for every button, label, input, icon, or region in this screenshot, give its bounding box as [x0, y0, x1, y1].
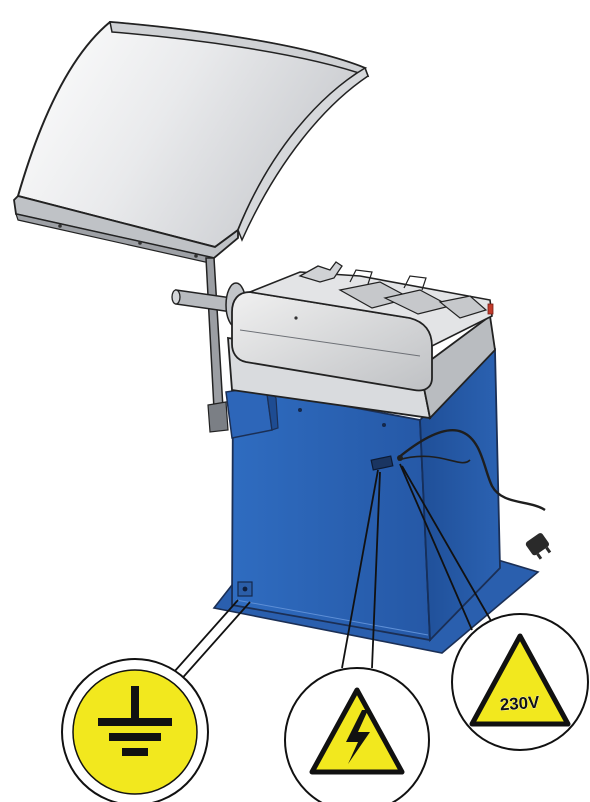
hood-side-flap [237, 66, 369, 242]
accessory-tray [247, 271, 493, 348]
electric-shock-badge [284, 667, 430, 802]
top-housing [227, 261, 496, 420]
ground-connection-point [237, 581, 253, 597]
power-cable [397, 429, 552, 560]
ground-badge-fill [72, 669, 198, 795]
ground-badge [61, 658, 209, 802]
ground-symbol-icon [98, 686, 172, 756]
lightning-warning-icon [309, 687, 405, 775]
machine-cabinet [212, 347, 540, 654]
measuring-gauge [298, 261, 343, 283]
housing-side [419, 314, 496, 420]
triangle-warning-icon [469, 633, 571, 727]
power-plug-icon [525, 533, 552, 560]
shock-callout-line [341, 469, 379, 669]
wheel-guard-hood [13, 20, 370, 433]
voltage-callout-line [399, 463, 473, 631]
voltage-label: 230V [499, 693, 541, 715]
voltage-badge: 230V [451, 613, 589, 751]
